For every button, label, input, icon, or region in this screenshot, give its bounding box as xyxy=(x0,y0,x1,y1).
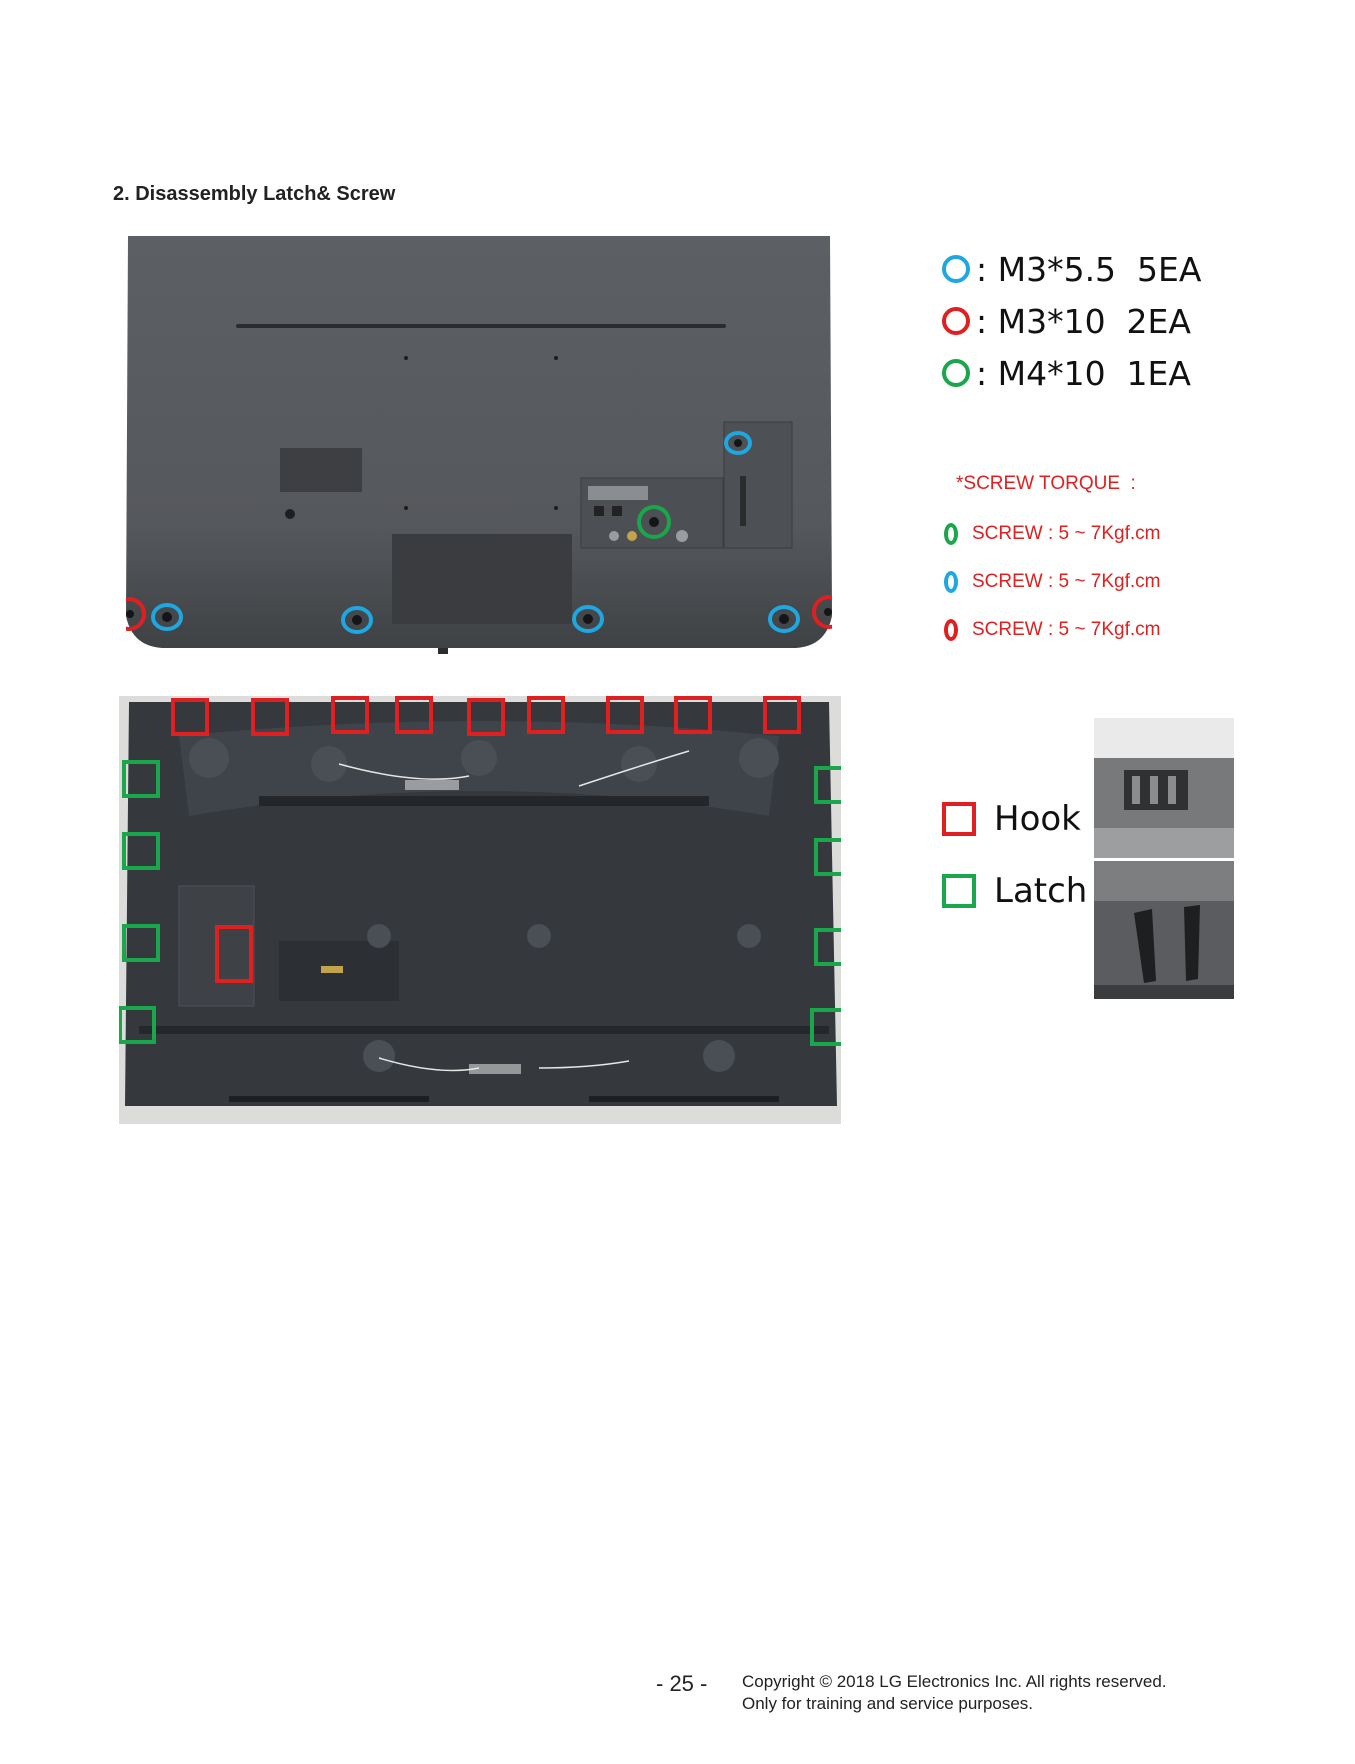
hook-marker xyxy=(467,698,505,736)
latch-marker xyxy=(122,832,160,870)
latch-label: Latch xyxy=(994,871,1088,911)
hook-marker xyxy=(171,698,209,736)
torque-value: SCREW : 5 ~ 7Kgf.cm xyxy=(972,523,1161,544)
latch-marker xyxy=(810,1008,841,1046)
latch-marker xyxy=(122,924,160,962)
screw-legend-label: : M4*10 1EA xyxy=(976,353,1191,393)
green-oval-icon xyxy=(944,523,958,545)
latch-marker xyxy=(814,766,841,804)
green-square-icon xyxy=(942,874,976,908)
hook-marker xyxy=(331,696,369,734)
screw-marker xyxy=(768,605,800,633)
latch-marker xyxy=(122,760,160,798)
red-circle-icon xyxy=(942,307,970,335)
torque-value: SCREW : 5 ~ 7Kgf.cm xyxy=(972,619,1161,640)
screw-legend-label: : M3*10 2EA xyxy=(976,301,1191,341)
tv-rear-photo xyxy=(126,236,832,656)
screw-marker xyxy=(812,595,832,629)
screw-marker xyxy=(126,597,146,631)
screw-legend-label: : M3*5.5 5EA xyxy=(976,249,1202,289)
hook-photo xyxy=(1094,718,1234,858)
green-circle-icon xyxy=(942,359,970,387)
hook-legend: Hook xyxy=(942,799,1081,839)
screw-marker xyxy=(151,603,183,631)
screw-legend-m4-10: : M4*10 1EA xyxy=(942,350,1191,396)
screw-marker xyxy=(341,606,373,634)
red-oval-icon xyxy=(944,619,958,641)
latch-marker xyxy=(119,1006,156,1044)
red-square-icon xyxy=(942,802,976,836)
torque-row: SCREW : 5 ~ 7Kgf.cm xyxy=(944,568,1160,596)
torque-row: SCREW : 5 ~ 7Kgf.cm xyxy=(944,520,1160,548)
screw-marker xyxy=(724,431,752,455)
hook-marker xyxy=(251,698,289,736)
torque-title: *SCREW TORQUE : xyxy=(956,473,1136,494)
blue-oval-icon xyxy=(944,571,958,593)
torque-row: SCREW : 5 ~ 7Kgf.cm xyxy=(944,616,1160,644)
cover-inside-photo xyxy=(119,696,841,1124)
hook-marker xyxy=(215,925,253,983)
screw-marker xyxy=(572,605,604,633)
copyright-line: Copyright © 2018 LG Electronics Inc. All… xyxy=(742,1672,1167,1691)
hook-marker xyxy=(395,696,433,734)
screw-legend-m3-5-5: : M3*5.5 5EA xyxy=(942,246,1201,292)
blue-circle-icon xyxy=(942,255,970,283)
screw-marker xyxy=(126,431,832,634)
torque-value: SCREW : 5 ~ 7Kgf.cm xyxy=(972,571,1161,592)
screw-legend-m3-10: : M3*10 2EA xyxy=(942,298,1191,344)
latch-legend: Latch xyxy=(942,871,1087,911)
copyright-line: Only for training and service purposes. xyxy=(742,1694,1034,1713)
latch-marker xyxy=(814,928,841,966)
latch-marker xyxy=(814,838,841,876)
hook-marker xyxy=(674,696,712,734)
hook-label: Hook xyxy=(994,799,1081,839)
hook-marker xyxy=(606,696,644,734)
screw-marker xyxy=(637,505,671,539)
page-number: - 25 - xyxy=(656,1671,708,1696)
hook-marker xyxy=(527,696,565,734)
copyright-notice: Copyright © 2018 LG Electronics Inc. All… xyxy=(742,1671,1167,1715)
latch-photo xyxy=(1094,861,1234,999)
section-title: 2. Disassembly Latch& Screw xyxy=(113,183,396,205)
hook-marker xyxy=(763,696,801,734)
